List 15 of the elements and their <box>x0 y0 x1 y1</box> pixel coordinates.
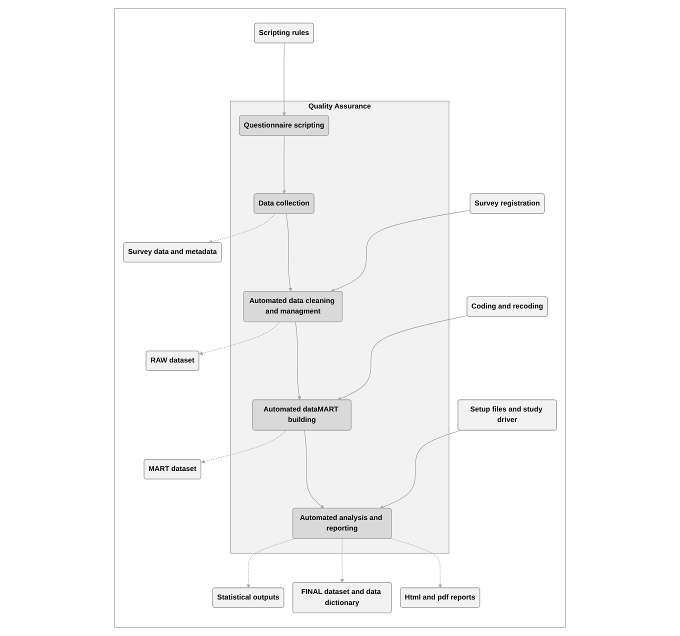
arrow <box>304 430 324 509</box>
arrow <box>337 315 468 400</box>
arrow <box>380 430 461 509</box>
arrow <box>208 213 276 244</box>
arrow <box>282 42 286 116</box>
cluster <box>114 8 566 628</box>
arrow <box>340 538 344 583</box>
arrow <box>246 538 295 588</box>
arrow <box>198 322 280 356</box>
arrow <box>282 135 286 194</box>
arrow <box>200 430 286 464</box>
arrow <box>286 213 292 292</box>
arrow <box>390 538 442 588</box>
arrow <box>330 210 471 292</box>
arrow <box>295 322 302 400</box>
